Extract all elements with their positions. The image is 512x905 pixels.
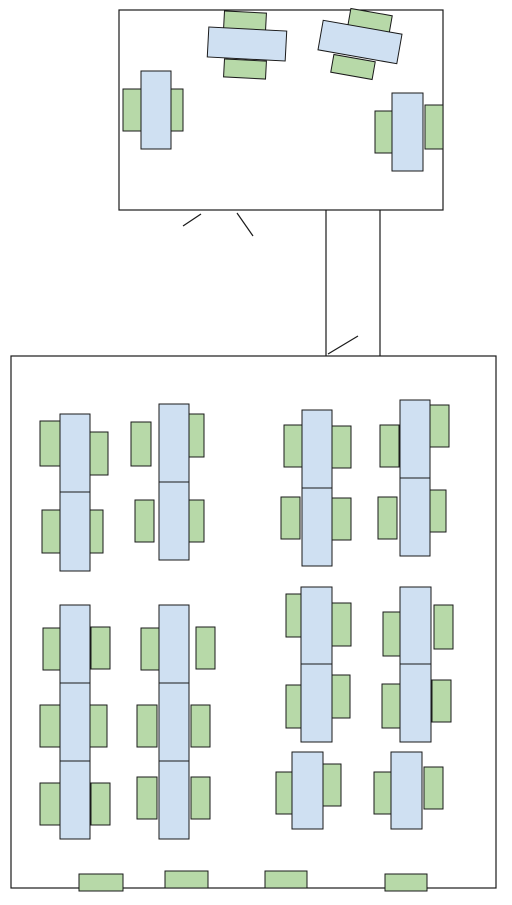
chair xyxy=(379,424,400,468)
chair xyxy=(41,509,62,554)
chair xyxy=(87,704,108,748)
door-swing-left xyxy=(182,213,202,227)
table xyxy=(399,477,431,557)
chair xyxy=(429,404,450,448)
door-swings xyxy=(182,212,359,355)
furniture xyxy=(39,7,454,892)
chair xyxy=(42,627,63,671)
table xyxy=(158,604,190,684)
chair xyxy=(140,627,161,671)
table xyxy=(300,663,333,743)
table xyxy=(158,403,190,483)
chair xyxy=(331,602,352,647)
table xyxy=(59,413,91,493)
table xyxy=(399,586,432,665)
chair xyxy=(90,782,111,826)
table xyxy=(140,70,172,150)
chair xyxy=(330,53,376,81)
chair xyxy=(39,704,61,748)
chair xyxy=(136,704,158,748)
chair xyxy=(130,421,152,467)
chair xyxy=(330,674,351,719)
table xyxy=(301,487,333,567)
chair xyxy=(134,499,155,543)
chair xyxy=(89,431,109,476)
chair xyxy=(321,763,342,807)
chair xyxy=(382,611,403,657)
table xyxy=(391,92,424,172)
chair xyxy=(122,88,142,132)
table xyxy=(59,760,91,840)
chair xyxy=(223,58,267,80)
chair xyxy=(39,420,61,467)
chair xyxy=(164,870,209,889)
chair xyxy=(264,870,308,889)
chair xyxy=(377,496,398,540)
chair xyxy=(190,704,211,748)
table xyxy=(158,481,190,561)
table xyxy=(59,604,91,684)
table xyxy=(158,682,190,762)
chair xyxy=(384,873,428,892)
chair xyxy=(431,679,452,723)
chair xyxy=(39,782,61,826)
chair xyxy=(373,771,394,815)
table xyxy=(399,399,431,479)
main-room xyxy=(10,355,497,889)
table xyxy=(301,409,333,489)
table xyxy=(399,663,432,743)
chair xyxy=(78,873,124,892)
chair xyxy=(433,604,454,650)
chair xyxy=(280,496,301,540)
table xyxy=(206,26,288,62)
chair xyxy=(136,776,158,820)
chair xyxy=(190,776,211,820)
table xyxy=(59,682,91,762)
table xyxy=(291,751,324,830)
table xyxy=(300,586,333,665)
chair xyxy=(90,626,111,670)
chair xyxy=(283,424,304,468)
table xyxy=(317,19,403,65)
table xyxy=(390,751,423,830)
chair xyxy=(381,683,402,729)
chair xyxy=(195,626,216,670)
chair xyxy=(374,110,394,154)
door-swing-right xyxy=(236,212,254,237)
chair xyxy=(331,425,352,469)
chair xyxy=(331,497,352,541)
chair xyxy=(423,766,444,810)
table xyxy=(158,760,190,840)
table xyxy=(59,491,91,572)
door-swing-corridor xyxy=(327,335,359,355)
chair xyxy=(424,104,444,150)
